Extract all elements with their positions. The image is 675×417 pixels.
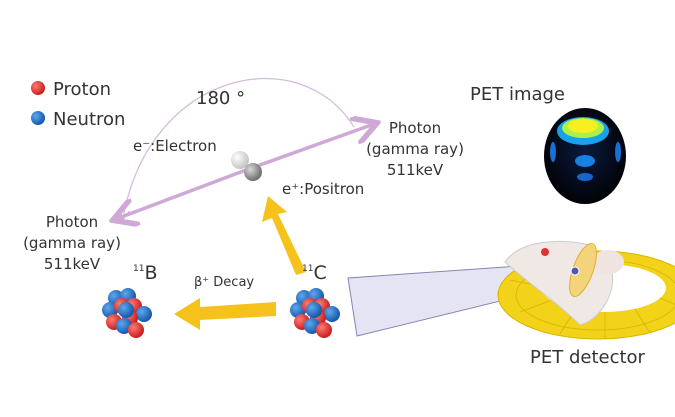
boron-nucleus [102,288,152,338]
legend: Proton Neutron [31,79,125,130]
neutron-icon [118,302,134,318]
proton-legend-label: Proton [53,79,111,100]
electron-icon [231,151,249,169]
photon-right-line1: Photon [389,119,441,137]
pet-image [544,108,626,204]
electron-label: e⁻:Electron [133,137,217,155]
neutron-icon [324,306,340,322]
neutron-icon [306,302,322,318]
photon-right-line3: 511keV [387,161,444,179]
neutron-legend-icon [31,111,45,125]
proton-legend-icon [31,81,45,95]
positron-label: e⁺:Positron [282,180,364,198]
photon-right-label: Photon (gamma ray) 511keV [366,119,464,179]
angle-arc [123,77,355,218]
pet-image-label: PET image [470,84,565,105]
photon-right-line2: (gamma ray) [366,140,464,158]
photon-left-line3: 511keV [44,255,101,273]
neutron-legend-label: Neutron [53,109,125,130]
mouse-head [504,240,624,326]
neutron-icon [136,306,152,322]
decay-arrow [174,298,276,330]
proton-icon [316,322,332,338]
boron-label: 11B [133,262,158,284]
carbon-nucleus [290,288,340,338]
photon-left-label: Photon (gamma ray) 511keV [23,213,121,273]
photon-line-right [245,124,374,172]
photon-left-line1: Photon [46,213,98,231]
proton-icon [128,322,144,338]
angle-label: 180 ° [196,88,245,109]
photon-left-line2: (gamma ray) [23,234,121,252]
pet-detector-label: PET detector [530,347,646,368]
emission-arrow [262,196,306,275]
carbon-label: 11C [302,262,327,284]
photon-line-left [116,168,247,219]
decay-label: β⁺ Decay [194,275,254,290]
positron-icon [244,163,262,181]
